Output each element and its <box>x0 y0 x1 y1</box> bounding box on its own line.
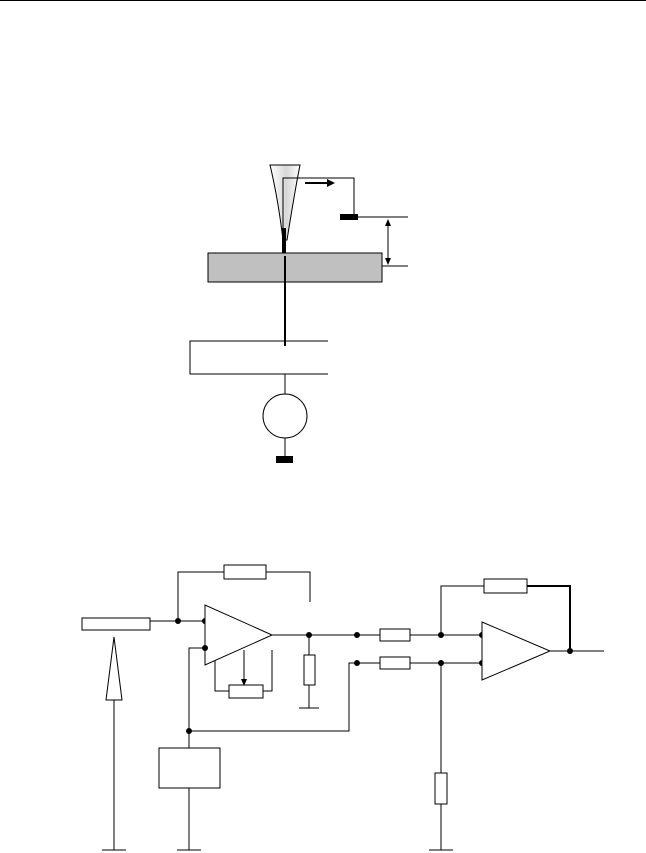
feedback-wire <box>177 571 311 621</box>
feedback-resistor <box>223 564 267 580</box>
diff-feedback-wire-2 <box>527 585 571 650</box>
diff-feedback-wire <box>440 585 484 635</box>
sample-layer <box>207 252 383 283</box>
height-gap-arrow-head-bottom <box>385 258 391 265</box>
sensor-resistor <box>81 617 151 631</box>
base-electrode <box>189 340 328 375</box>
control-unit <box>158 747 221 789</box>
ac-source <box>262 393 308 439</box>
load-resistor <box>303 654 316 686</box>
top-figure <box>189 164 408 463</box>
height-gap-arrow-head-top <box>385 219 391 226</box>
ground-terminal <box>276 456 293 463</box>
page-top-rule <box>0 0 646 1</box>
diff-feedback-resistor <box>483 578 528 594</box>
probe-wire <box>282 177 355 232</box>
diff-output-node <box>567 648 573 654</box>
probe-ground-block <box>340 214 358 220</box>
deflection-arrow-head <box>327 179 335 187</box>
control-feedback-wire <box>188 647 205 748</box>
ground-resistor <box>434 772 448 805</box>
bottom-figure <box>81 564 604 851</box>
differential-amplifier <box>481 621 552 681</box>
trim-pot-wiper-head <box>241 679 247 686</box>
upward-arrow <box>105 636 123 701</box>
probe-tip <box>269 164 301 241</box>
control-to-amp-wire <box>189 662 357 732</box>
input-op-amp <box>204 604 274 666</box>
trim-pot-wiring <box>214 650 273 692</box>
upper-input-resistor <box>379 628 411 642</box>
lower-input-resistor <box>379 656 411 670</box>
trim-potentiometer <box>228 684 264 699</box>
